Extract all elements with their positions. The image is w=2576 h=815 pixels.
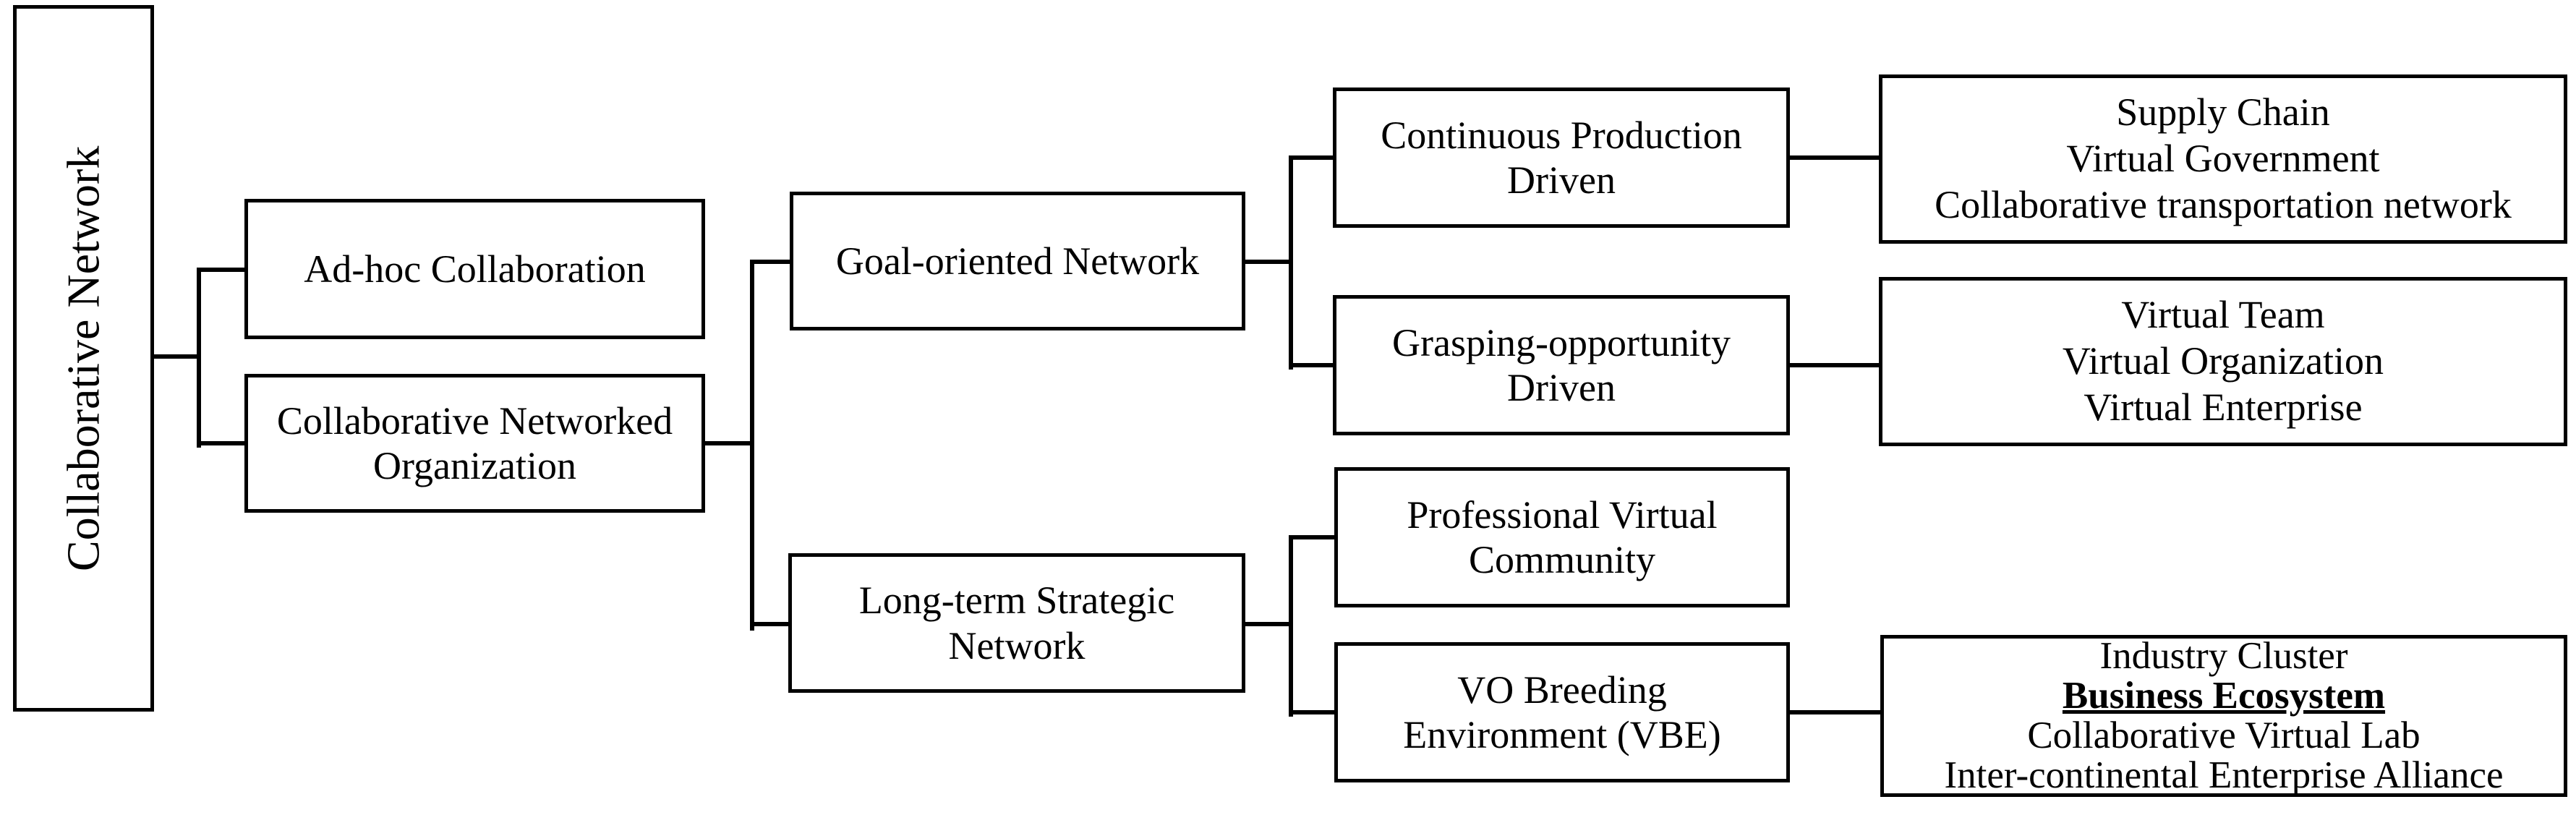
connector-to-pvc bbox=[1291, 535, 1334, 539]
connector-cno-stub bbox=[705, 441, 754, 445]
node-ad-hoc-collaboration: Ad-hoc Collaboration bbox=[244, 199, 705, 339]
connector-long-term-stub bbox=[1245, 622, 1293, 626]
connector-to-vbe bbox=[1291, 710, 1334, 714]
root-node-label: Collaborative Network bbox=[57, 145, 109, 571]
connector-vbe-to-examples bbox=[1790, 710, 1880, 714]
node-label: Ad-hoc Collaboration bbox=[304, 247, 646, 291]
connector-goal-stub bbox=[1245, 260, 1293, 264]
connector-cno-bracket bbox=[750, 260, 754, 631]
connector-to-cno bbox=[199, 441, 244, 445]
connector-goal-bracket bbox=[1289, 155, 1293, 370]
root-node-collaborative-network: Collaborative Network bbox=[13, 5, 154, 712]
connector-to-long-term bbox=[752, 622, 788, 626]
connector-root-bracket bbox=[197, 268, 201, 448]
connector-root-stub bbox=[154, 354, 201, 359]
connector-continuous-to-examples bbox=[1790, 155, 1879, 160]
connector-to-ad-hoc bbox=[199, 268, 244, 272]
connector-to-goal-oriented bbox=[752, 260, 790, 264]
node-label: Goal-oriented Network bbox=[835, 239, 1200, 283]
connector-long-term-bracket bbox=[1289, 535, 1293, 717]
connector-to-grasping bbox=[1291, 363, 1333, 367]
node-goal-oriented-network: Goal-oriented Network bbox=[790, 192, 1245, 330]
connector-grasping-to-examples bbox=[1790, 363, 1879, 367]
connector-to-continuous bbox=[1291, 155, 1333, 160]
